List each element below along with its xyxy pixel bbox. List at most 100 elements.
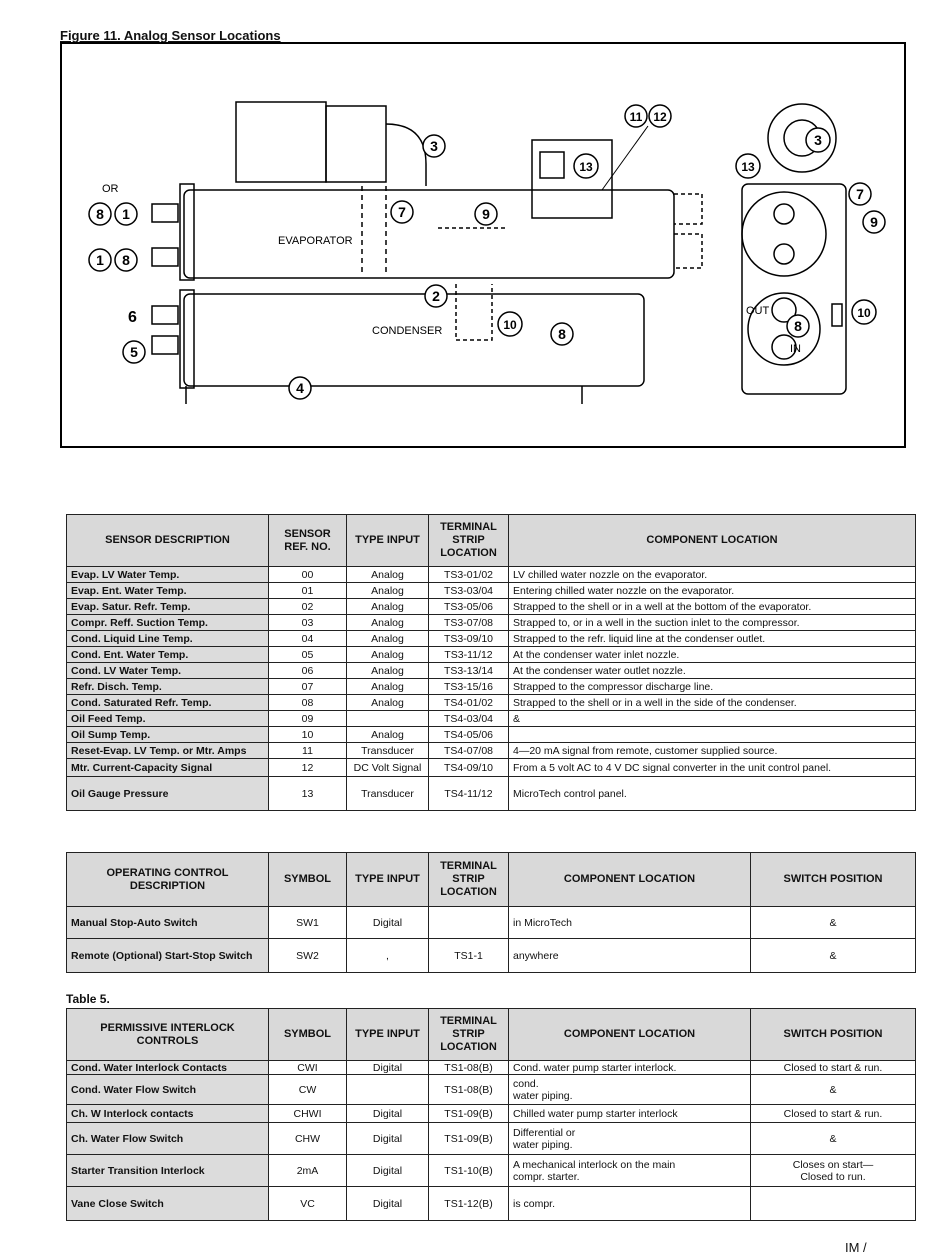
in-label: IN (790, 343, 801, 355)
svg-text:7: 7 (856, 186, 864, 202)
cell-value: 06 (268, 662, 347, 679)
cell-value: 11 (268, 742, 347, 759)
t5-header-location: COMPONENT LOCATION (508, 1008, 751, 1061)
t5-header-terminal: TERMINAL STRIP LOCATION (428, 1008, 509, 1061)
cell-text: is compr. (508, 1186, 751, 1221)
cell-value: Analog (346, 582, 429, 599)
sensor-description: Cond. LV Water Temp. (66, 662, 269, 679)
table-5-caption: Table 5. (66, 992, 110, 1006)
sensor-description: Reset-Evap. LV Temp. or Mtr. Amps (66, 742, 269, 759)
t5-header-switch: SWITCH POSITION (750, 1008, 916, 1061)
cell-value (346, 710, 429, 727)
cell-text (750, 1186, 916, 1221)
cell-value: TS1-1 (428, 938, 509, 973)
sensor-description: Compr. Reff. Suction Temp. (66, 614, 269, 631)
cell-value: TS1-08(B) (428, 1060, 509, 1075)
cell-value: Analog (346, 662, 429, 679)
out-label: OUT (746, 305, 770, 317)
cell-value: TS3-05/06 (428, 598, 509, 615)
cell-text: cond. water piping. (508, 1074, 751, 1105)
callout-10-side: 10 (497, 311, 523, 337)
cell-text: & (508, 710, 916, 727)
sensor-header-location: COMPONENT LOCATION (508, 514, 916, 567)
cell-value: 2mA (268, 1154, 347, 1187)
sensor-description: Refr. Disch. Temp. (66, 678, 269, 695)
interlock-description: Vane Close Switch (66, 1186, 269, 1221)
callout-8-top-left: 8 (88, 202, 112, 226)
svg-text:1: 1 (122, 206, 130, 222)
callout-9: 9 (474, 202, 498, 226)
cell-value: Digital (346, 1122, 429, 1155)
op-header-symbol: SYMBOL (268, 852, 347, 907)
svg-text:8: 8 (122, 252, 130, 268)
figure-title: Figure 11. Analog Sensor Locations (60, 28, 281, 43)
cell-value: 03 (268, 614, 347, 631)
cell-text: LV chilled water nozzle on the evaporato… (508, 566, 916, 583)
svg-text:12: 12 (653, 110, 667, 124)
sensor-header-terminal: TERMINAL STRIP LOCATION (428, 514, 509, 567)
cell-value: TS1-09(B) (428, 1122, 509, 1155)
cell-value: TS4-09/10 (428, 758, 509, 777)
cell-value: Analog (346, 598, 429, 615)
cell-text: From a 5 volt AC to 4 V DC signal conver… (508, 758, 916, 777)
sensor-table: SENSOR DESCRIPTION SENSOR REF. NO. TYPE … (66, 514, 916, 811)
cell-value: TS3-11/12 (428, 646, 509, 663)
callout-10-end: 10 (851, 299, 877, 325)
svg-text:4: 4 (296, 380, 304, 396)
condenser-shell (183, 293, 645, 387)
control-panel (531, 139, 613, 219)
cell-value: TS3-15/16 (428, 678, 509, 695)
condenser-label: CONDENSER (372, 325, 442, 337)
callout-3: 3 (422, 134, 446, 158)
cell-value: , (346, 938, 429, 973)
sensor-description: Mtr. Current-Capacity Signal (66, 758, 269, 777)
page-footer: IM / (845, 1240, 867, 1255)
chiller-drawing: OR EVAPORATOR CONDENSER OUT IN 8 1 1 8 5… (88, 101, 886, 404)
callout-8-end: 8 (786, 314, 810, 338)
svg-text:9: 9 (870, 214, 878, 230)
cell-value: 12 (268, 758, 347, 777)
cell-value: Analog (346, 726, 429, 743)
t5-header-type: TYPE INPUT (346, 1008, 429, 1061)
cell-text: & (750, 938, 916, 973)
sensor-description: Cond. Liquid Line Temp. (66, 630, 269, 647)
sensor-header-description: SENSOR DESCRIPTION (66, 514, 269, 567)
cell-text: Cond. water pump starter interlock. (508, 1060, 751, 1075)
interlock-description: Ch. W Interlock contacts (66, 1104, 269, 1123)
cell-value: 07 (268, 678, 347, 695)
svg-text:10: 10 (503, 318, 517, 332)
cell-value (428, 906, 509, 939)
left-tube-sheet-lower (179, 289, 195, 389)
cell-value: TS4-11/12 (428, 776, 509, 811)
cell-value: DC Volt Signal (346, 758, 429, 777)
cell-value: 01 (268, 582, 347, 599)
cell-value: 04 (268, 630, 347, 647)
callout-4: 4 (288, 376, 312, 400)
cell-text: Closed to start & run. (750, 1104, 916, 1123)
cell-value: VC (268, 1186, 347, 1221)
svg-text:9: 9 (482, 206, 490, 222)
cell-value: TS1-09(B) (428, 1104, 509, 1123)
cell-value: TS4-01/02 (428, 694, 509, 711)
compressor-body (325, 105, 387, 183)
callout-8-side: 8 (550, 322, 574, 346)
interlock-description: Cond. Water Flow Switch (66, 1074, 269, 1105)
svg-text:13: 13 (579, 160, 593, 174)
cell-value: 05 (268, 646, 347, 663)
label-6: 6 (128, 309, 137, 326)
callout-13-end: 13 (735, 153, 761, 179)
cell-value: 10 (268, 726, 347, 743)
cell-text: & (750, 906, 916, 939)
